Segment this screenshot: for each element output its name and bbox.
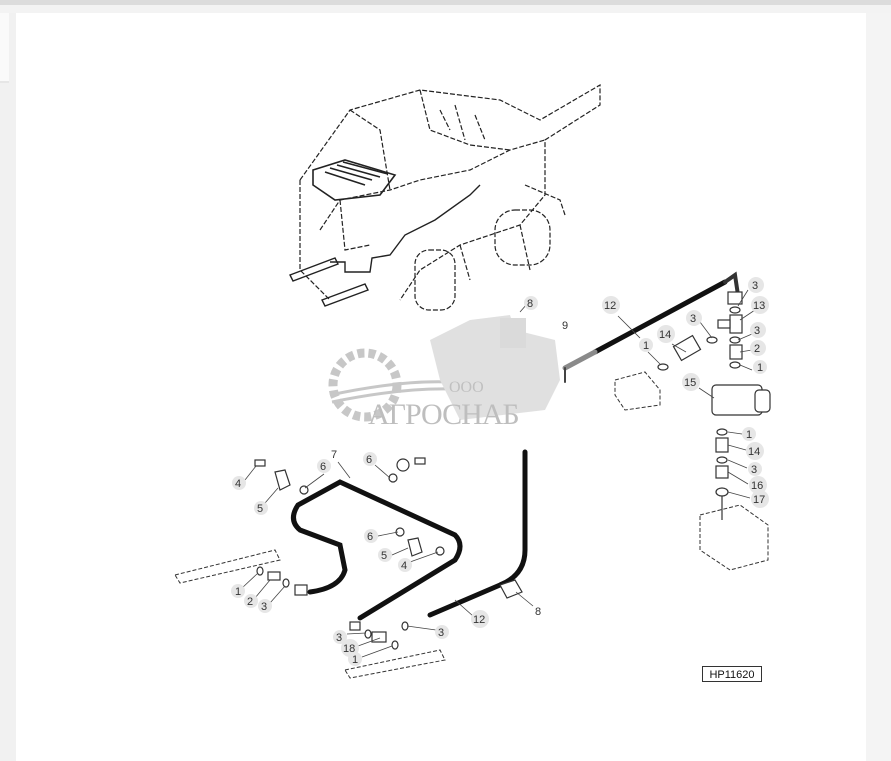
callout[interactable]: 4: [398, 558, 412, 572]
callout[interactable]: 15: [682, 373, 700, 391]
browser-top-strip: [0, 5, 891, 13]
svg-text:3: 3: [438, 627, 444, 639]
svg-text:7: 7: [331, 449, 337, 461]
callout[interactable]: 2: [244, 594, 258, 608]
watermark-prefix: ООО: [449, 379, 484, 396]
svg-text:4: 4: [401, 560, 407, 572]
left-side-tab[interactable]: [0, 13, 9, 83]
callout[interactable]: 3: [748, 277, 764, 293]
svg-text:3: 3: [336, 632, 342, 644]
callout[interactable]: 3: [748, 462, 762, 476]
svg-text:2: 2: [754, 343, 760, 355]
cylinder-illustration-top: [289, 184, 481, 307]
hose-7: [291, 479, 463, 621]
callout[interactable]: 7: [331, 449, 337, 461]
svg-text:6: 6: [320, 461, 326, 473]
svg-text:2: 2: [247, 596, 253, 608]
watermark-logo: ООО АГРОСНАБ: [328, 315, 560, 431]
callout[interactable]: 9: [562, 320, 568, 332]
leader-lines: [241, 289, 756, 658]
callout[interactable]: 1: [231, 584, 245, 598]
callout[interactable]: 13: [751, 296, 769, 314]
svg-text:12: 12: [604, 300, 616, 312]
svg-text:3: 3: [261, 601, 267, 613]
callout[interactable]: 5: [254, 501, 268, 515]
callout[interactable]: 3: [333, 630, 347, 644]
svg-text:8: 8: [527, 298, 533, 310]
callout[interactable]: 14: [657, 325, 675, 343]
svg-text:14: 14: [748, 446, 760, 458]
callout[interactable]: 12: [602, 296, 620, 314]
svg-text:14: 14: [659, 329, 671, 341]
svg-text:4: 4: [235, 478, 241, 490]
svg-text:3: 3: [752, 280, 758, 292]
callout[interactable]: 3: [258, 599, 272, 613]
valve-block-illustration: [614, 371, 769, 571]
callout[interactable]: 12: [471, 610, 489, 628]
svg-text:15: 15: [684, 377, 696, 389]
svg-text:8: 8: [535, 606, 541, 618]
svg-text:6: 6: [366, 454, 372, 466]
callout[interactable]: 6: [317, 459, 331, 473]
right-scroll-gutter[interactable]: [866, 13, 891, 761]
callout[interactable]: 8: [535, 606, 541, 618]
svg-text:1: 1: [235, 586, 241, 598]
svg-text:1: 1: [643, 340, 649, 352]
fittings-left: [254, 457, 523, 650]
callout[interactable]: 3: [435, 625, 449, 639]
svg-text:18: 18: [343, 643, 355, 655]
combine-harvester-illustration: [299, 83, 601, 311]
callout[interactable]: 6: [364, 529, 378, 543]
svg-text:3: 3: [754, 325, 760, 337]
svg-text:1: 1: [352, 654, 358, 666]
callout[interactable]: 16: [749, 476, 767, 494]
svg-text:13: 13: [753, 300, 765, 312]
callout[interactable]: 1: [348, 652, 362, 666]
callout[interactable]: 4: [232, 476, 246, 490]
figure-id-label: HP11620: [702, 666, 762, 682]
hose-12-upper: [562, 271, 740, 383]
svg-text:5: 5: [257, 503, 263, 515]
svg-text:5: 5: [381, 550, 387, 562]
fitting-stack-right: [657, 291, 771, 520]
watermark-name: АГРОСНАБ: [368, 398, 519, 431]
svg-text:3: 3: [690, 313, 696, 325]
callouts: 8 9 12 3 13 3 14 3 2 1 1 15 1 14 3 16 17…: [231, 277, 769, 666]
callout[interactable]: 2: [750, 340, 766, 356]
svg-text:16: 16: [751, 480, 763, 492]
cylinder-illustration-left: [174, 549, 446, 679]
svg-text:12: 12: [473, 614, 485, 626]
callout[interactable]: 5: [378, 548, 392, 562]
svg-text:6: 6: [367, 531, 373, 543]
callout[interactable]: 14: [746, 442, 764, 460]
callout[interactable]: 1: [753, 360, 767, 374]
callout[interactable]: 3: [750, 322, 766, 338]
callout[interactable]: 17: [751, 490, 769, 508]
callout[interactable]: 1: [742, 427, 756, 441]
svg-text:9: 9: [562, 320, 568, 332]
operator-platform-illustration: [312, 159, 397, 201]
svg-text:3: 3: [751, 464, 757, 476]
callout[interactable]: 8: [524, 296, 538, 310]
callout[interactable]: 1: [639, 338, 653, 352]
svg-text:17: 17: [753, 494, 765, 506]
browser-top-bar: [0, 0, 891, 5]
svg-text:1: 1: [746, 429, 752, 441]
callout[interactable]: 3: [686, 310, 702, 326]
svg-text:1: 1: [757, 362, 763, 374]
callout[interactable]: 6: [363, 452, 377, 466]
